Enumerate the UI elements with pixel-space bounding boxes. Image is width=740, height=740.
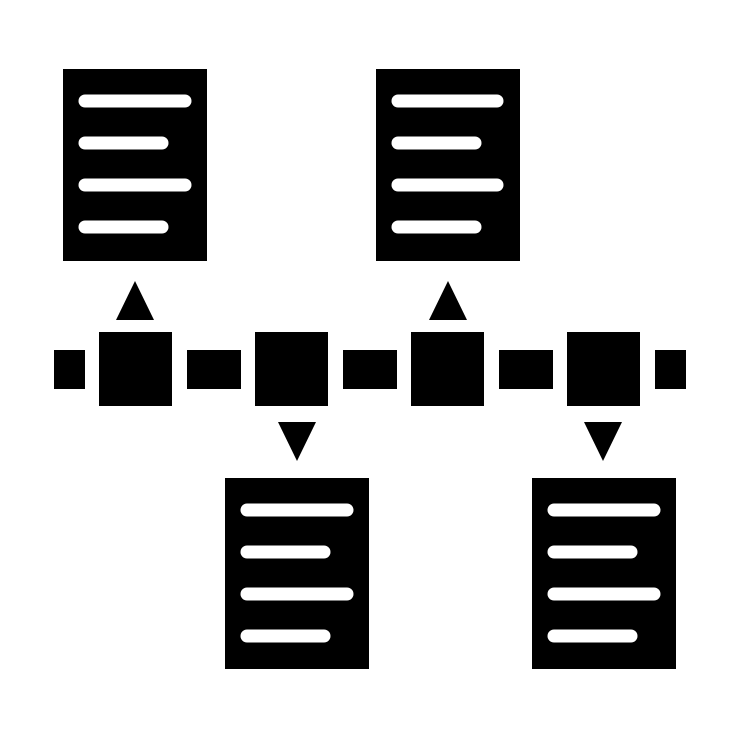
connector-1-2	[187, 350, 241, 389]
milestone-2	[255, 332, 328, 406]
connector-end	[655, 350, 686, 389]
document-icon-2	[225, 478, 369, 669]
arrow-up-3	[429, 281, 467, 320]
arrow-down-2	[278, 422, 316, 461]
timeline-milestones	[99, 332, 640, 406]
timeline-connectors	[54, 350, 686, 389]
timeline-arrows	[116, 281, 622, 461]
connector-2-3	[343, 350, 397, 389]
arrow-down-4	[584, 422, 622, 461]
milestone-1	[99, 332, 172, 406]
connector-start	[54, 350, 85, 389]
document-icon-4	[532, 478, 676, 669]
document-icon-3	[376, 69, 520, 261]
milestone-3	[411, 332, 484, 406]
arrow-up-1	[116, 281, 154, 320]
milestone-4	[567, 332, 640, 406]
connector-3-4	[499, 350, 553, 389]
document-icon-1	[63, 69, 207, 261]
